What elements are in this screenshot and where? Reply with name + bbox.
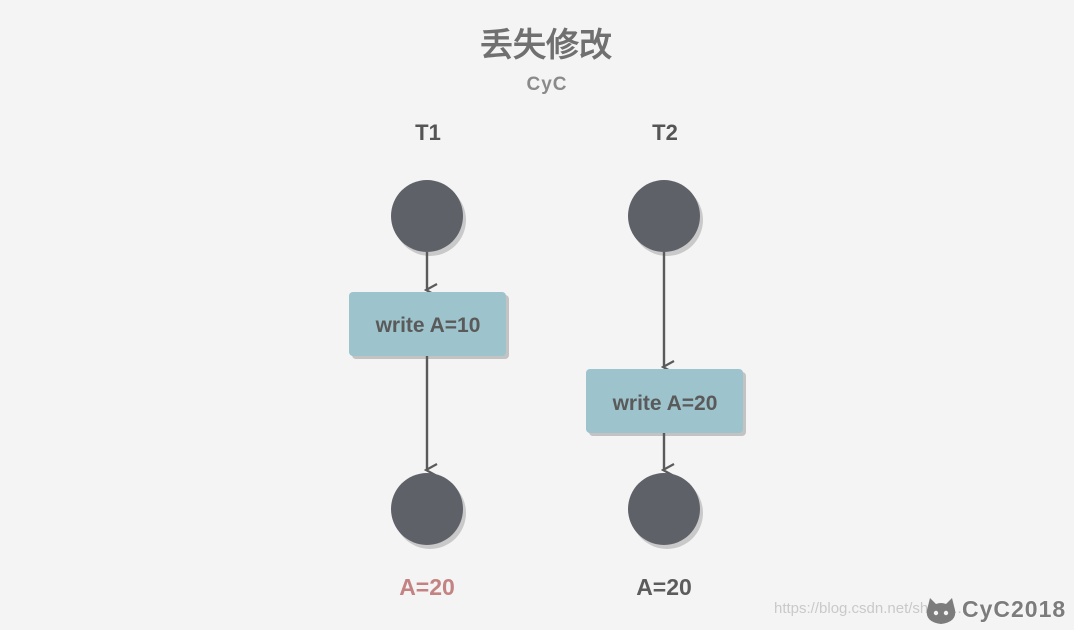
octocat-icon (926, 598, 956, 624)
t2-write-box[interactable] (586, 369, 743, 433)
lane-label-t2: T2 (652, 120, 678, 145)
diagram-title: 丢失修改 (480, 25, 612, 64)
t1-end-node (391, 473, 463, 545)
t1-start-node-fill (391, 180, 463, 252)
t1-result: A=20 (399, 574, 455, 600)
t2-result: A=20 (636, 574, 692, 600)
t2-end-node (628, 473, 700, 545)
t2-start-node (628, 180, 700, 252)
t1-write-label: write A=10 (375, 314, 481, 337)
t2-write-label: write A=20 (612, 392, 718, 415)
lane-label-t1: T1 (415, 120, 441, 145)
watermark-url: https://blog.csdn.net/sheng... (774, 600, 966, 617)
t1-write-box[interactable] (349, 292, 506, 356)
watermark-logo-text: CyC2018 (962, 596, 1067, 622)
diagram-subtitle: CyC (526, 74, 568, 95)
